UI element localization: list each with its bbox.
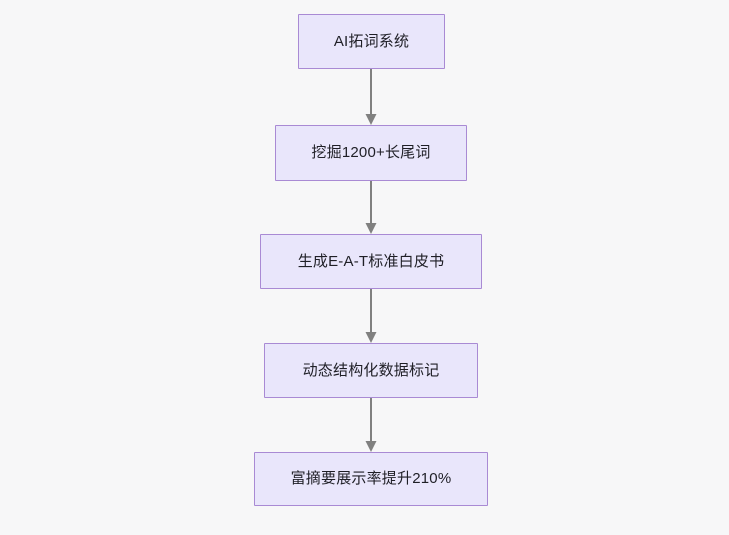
flowchart-edge-n4-n5 <box>360 398 382 452</box>
flowchart-node-n2[interactable]: 挖掘1200+长尾词 <box>275 125 467 181</box>
flowchart-node-n3[interactable]: 生成E-A-T标准白皮书 <box>260 234 482 289</box>
flowchart-node-n4[interactable]: 动态结构化数据标记 <box>264 343 478 398</box>
flowchart-edge-n3-n4 <box>360 289 382 343</box>
flowchart-edge-n2-n3 <box>360 181 382 234</box>
flowchart-node-label: 富摘要展示率提升210% <box>290 470 452 487</box>
flowchart-node-label: AI拓词系统 <box>333 32 410 50</box>
flowchart-node-n1[interactable]: AI拓词系统 <box>298 14 445 69</box>
flowchart-edge-n1-n2 <box>360 69 382 125</box>
flowchart-node-n5[interactable]: 富摘要展示率提升210% <box>254 452 488 506</box>
flowchart-node-label: 生成E-A-T标准白皮书 <box>297 252 445 270</box>
flowchart-node-label: 挖掘1200+长尾词 <box>311 144 431 161</box>
flowchart-node-label: 动态结构化数据标记 <box>302 361 440 379</box>
